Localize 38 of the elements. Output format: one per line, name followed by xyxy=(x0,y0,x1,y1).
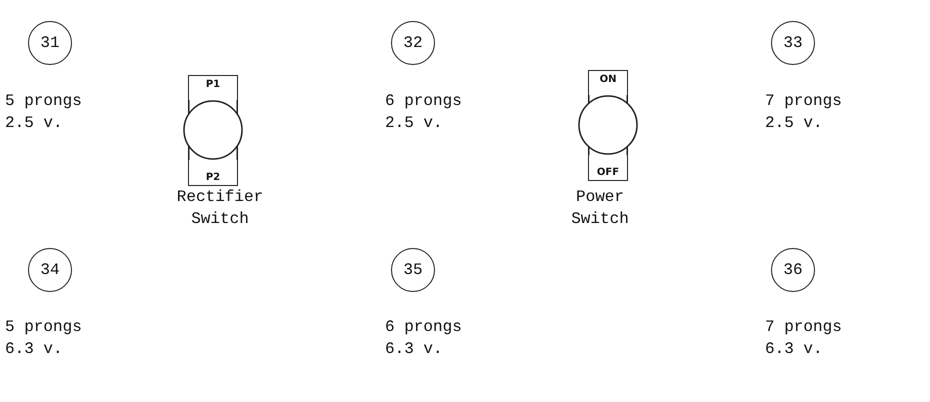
socket-number: 33 xyxy=(783,34,803,52)
switch-label: Rectifier xyxy=(176,187,264,208)
numbered-circle xyxy=(771,21,815,65)
socket-description: 5 prongs xyxy=(5,317,82,338)
socket-number: 31 xyxy=(40,34,60,52)
socket-description: 6.3 v. xyxy=(385,339,443,360)
numbered-circle xyxy=(771,248,815,292)
socket-description: 7 prongs xyxy=(765,317,842,338)
numbered-circle xyxy=(28,248,72,292)
numbered-circle xyxy=(391,21,435,65)
socket-number: 36 xyxy=(783,261,803,279)
socket-description: 7 prongs xyxy=(765,91,842,112)
socket-description: 2.5 v. xyxy=(5,113,63,134)
switch-position-tab xyxy=(588,70,628,95)
socket-description: 6 prongs xyxy=(385,317,462,338)
switch-knob xyxy=(578,95,638,155)
socket-number: 32 xyxy=(403,34,423,52)
socket-description: 6.3 v. xyxy=(5,339,63,360)
numbered-circle xyxy=(391,248,435,292)
position-label: OFF xyxy=(596,167,620,178)
socket-description: 6 prongs xyxy=(385,91,462,112)
position-label: P2 xyxy=(206,172,220,183)
socket-number: 35 xyxy=(403,261,423,279)
socket-description: 5 prongs xyxy=(5,91,82,112)
switch-label: Switch xyxy=(191,209,249,230)
numbered-circle xyxy=(28,21,72,65)
socket-number: 34 xyxy=(40,261,60,279)
socket-description: 2.5 v. xyxy=(765,113,823,134)
socket-description: 2.5 v. xyxy=(385,113,443,134)
position-label: P1 xyxy=(206,79,220,90)
switch-label: Power xyxy=(576,187,624,208)
socket-description: 6.3 v. xyxy=(765,339,823,360)
position-label: ON xyxy=(600,74,616,85)
switch-position-tab xyxy=(188,75,238,100)
switch-label: Switch xyxy=(571,209,629,230)
switch-position-tab xyxy=(588,155,628,181)
switch-knob xyxy=(183,100,243,160)
switch-position-tab xyxy=(188,160,238,186)
